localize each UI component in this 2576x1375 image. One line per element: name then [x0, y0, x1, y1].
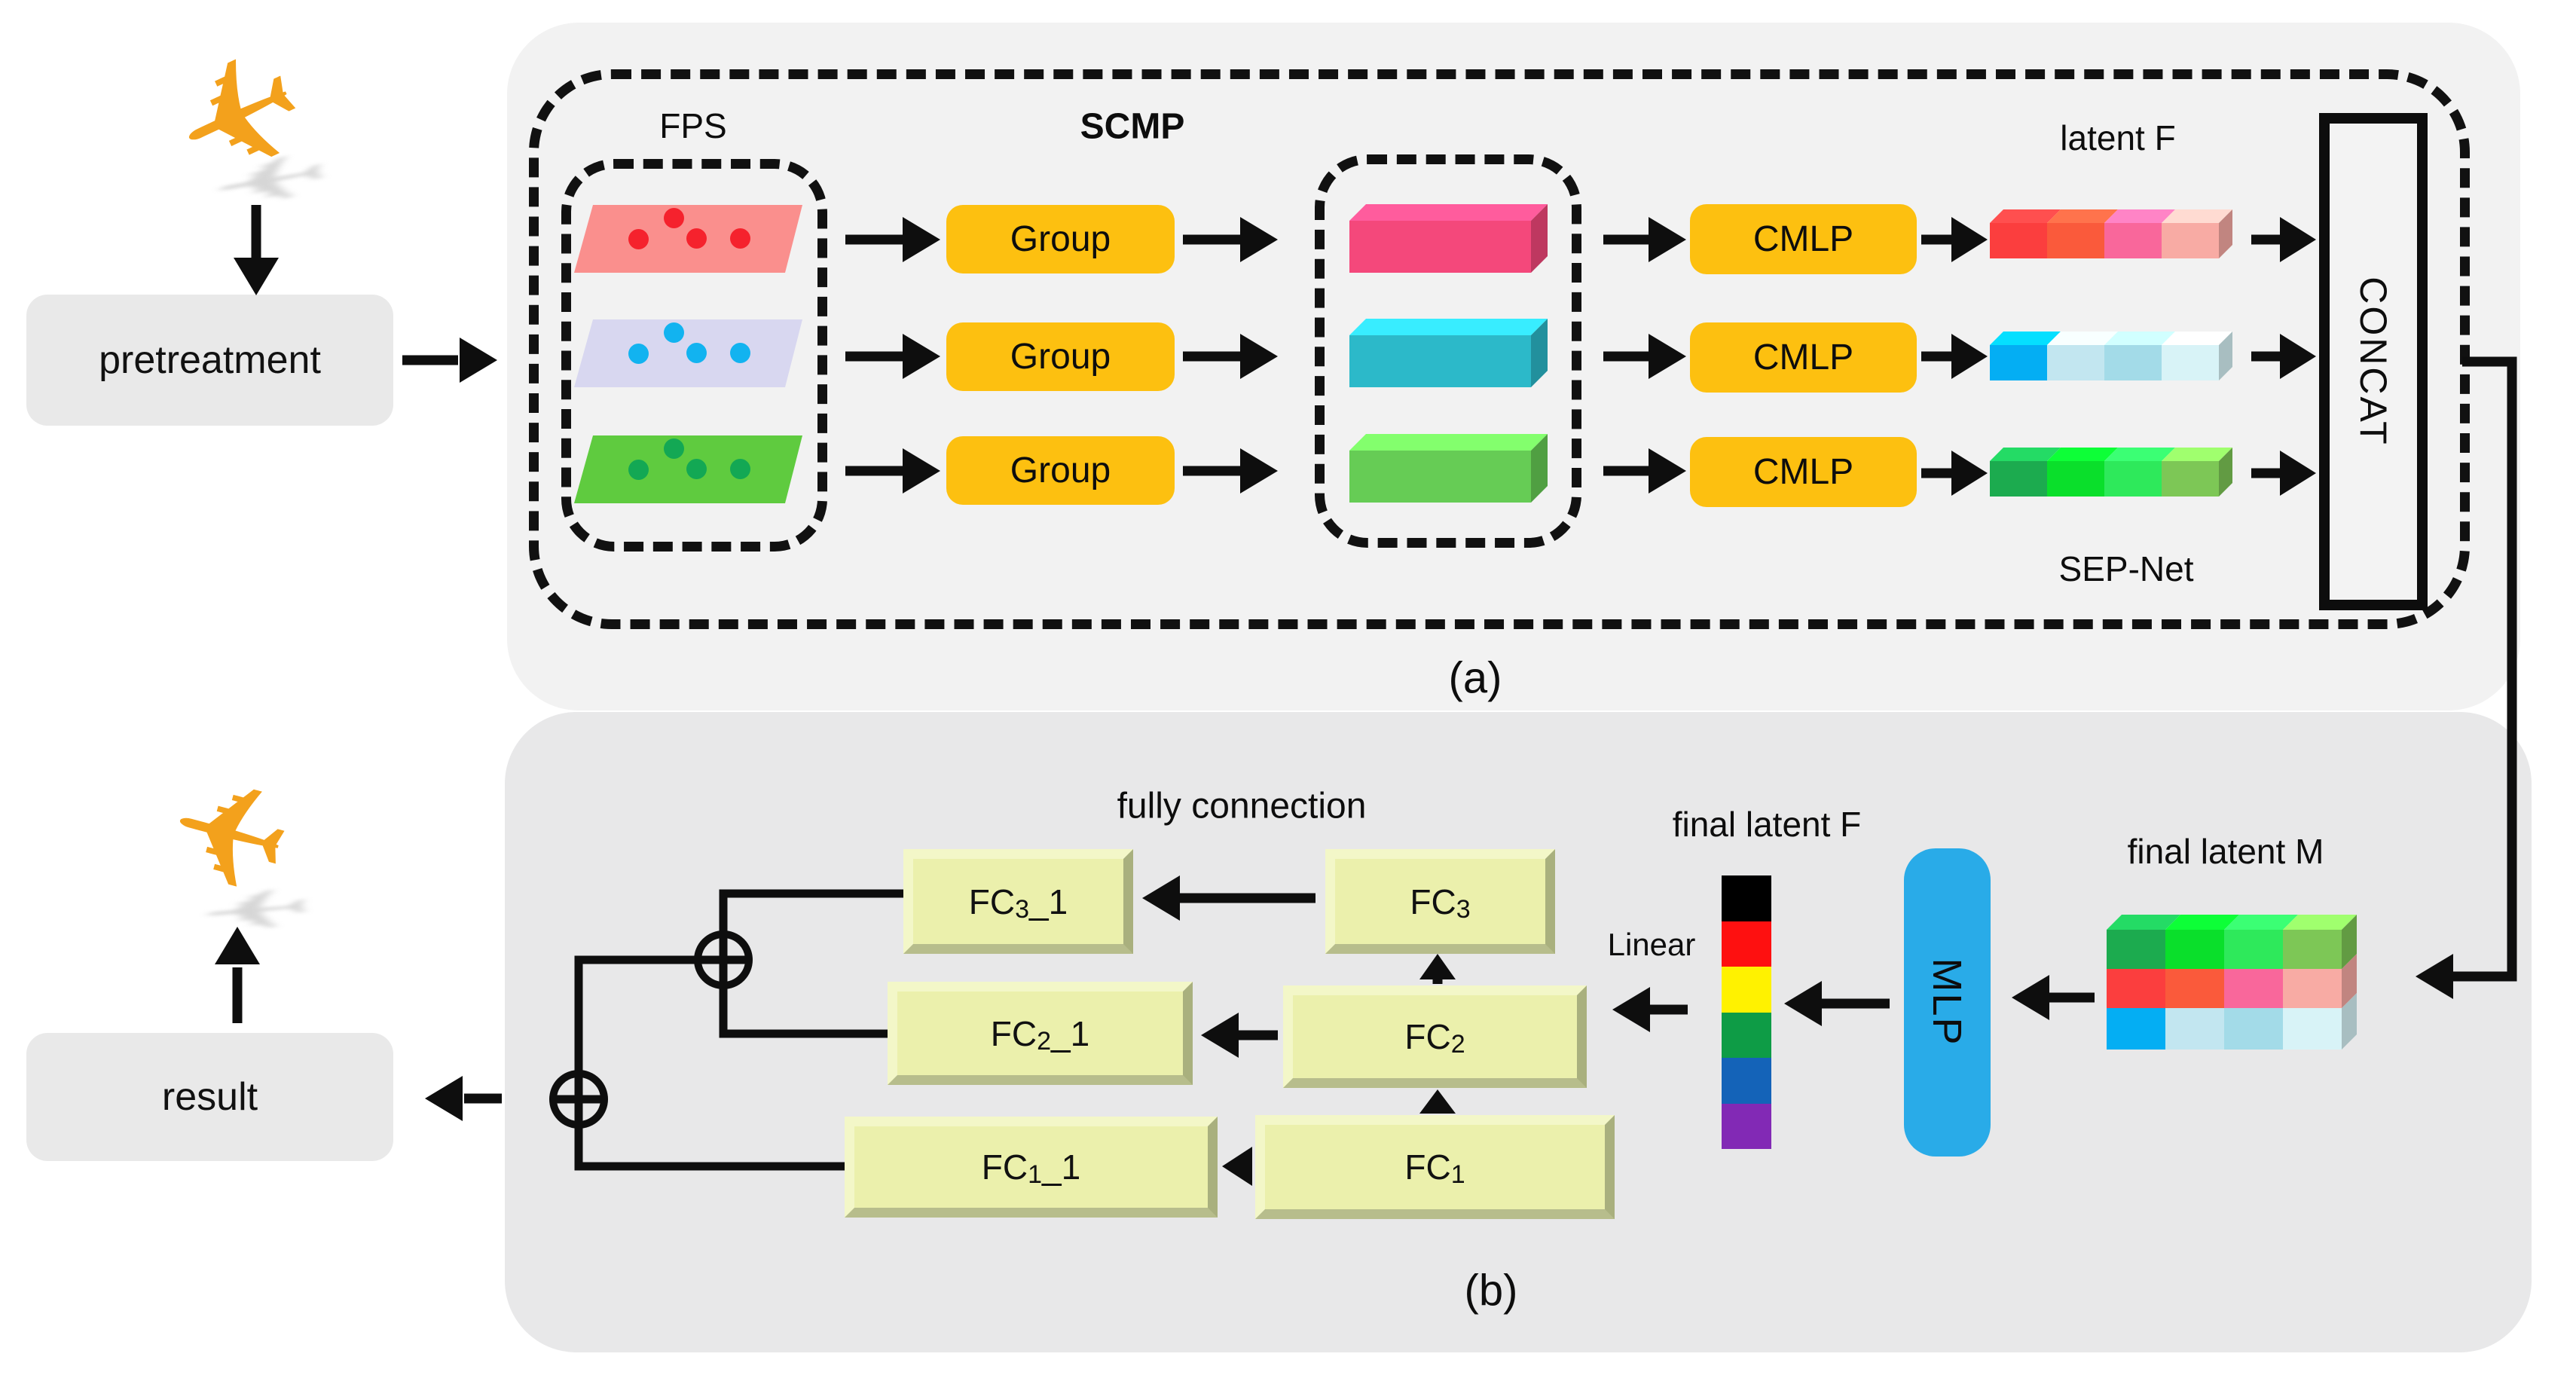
point-dot: [628, 229, 649, 249]
fc-label: FC: [990, 1013, 1037, 1053]
group-label: Group: [1010, 451, 1111, 490]
latent-cube: [1990, 461, 2047, 497]
final-latent-m-title: final latent M: [2127, 832, 2324, 871]
point-dot: [686, 228, 707, 249]
latent-cube: [2047, 461, 2104, 497]
latent-f-cell: [1722, 1103, 1771, 1149]
point-dot: [686, 459, 707, 479]
sep-net-title: SEP-Net: [2058, 549, 2194, 588]
linear-label: Linear: [1607, 927, 1696, 962]
panel-b-caption: (b): [1464, 1266, 1518, 1315]
mlp-label: MLP: [1924, 958, 1969, 1047]
latent-cube: [2107, 969, 2165, 1008]
fc-label: FC: [1404, 1147, 1451, 1187]
fps-title: FPS: [659, 106, 727, 145]
fully-connection-title: fully connection: [1117, 786, 1367, 827]
group-node-3: Group: [946, 436, 1175, 505]
latent-cube: [2104, 223, 2162, 258]
feature-bar-green: [1349, 451, 1531, 503]
cmlp-label: CMLP: [1752, 452, 1854, 492]
point-dot: [664, 208, 684, 228]
latent-cube: [2047, 223, 2104, 258]
sepnet-dashed-border: [529, 69, 2470, 629]
fc-label: FC: [1410, 882, 1456, 921]
fps-layer-blue: [574, 319, 802, 387]
grouped-features-dashed-box: [1315, 154, 1581, 548]
latent-f-title: latent F: [2060, 118, 2176, 157]
fc-label: FC: [968, 882, 1016, 921]
pretreatment-box: pretreatment: [26, 295, 393, 426]
point-dot: [730, 343, 750, 363]
output-pointcloud-airplane: ✈ ✈: [150, 741, 350, 948]
latent-cube: [2162, 461, 2219, 497]
latent-cube: [2283, 930, 2342, 969]
latent-cube: [2283, 1008, 2342, 1050]
point-dot: [686, 343, 707, 363]
latent-f-cell: [1722, 967, 1771, 1013]
group-node-2: Group: [946, 322, 1175, 391]
latent-f-cell: [1722, 875, 1771, 921]
fc-label: FC: [1404, 1017, 1451, 1056]
result-box: result: [26, 1033, 393, 1161]
point-dot: [628, 344, 649, 364]
latent-cube: [2224, 969, 2283, 1008]
latent-cube: [2107, 930, 2165, 969]
scmp-title: SCMP: [1080, 106, 1185, 147]
concat-label: CONCAT: [2352, 277, 2394, 447]
concat-box: [2319, 113, 2428, 610]
cmlp-node-3: CMLP: [1690, 437, 1917, 507]
latent-cube: [2165, 969, 2224, 1008]
fps-layer-green: [574, 435, 802, 503]
latent-cube: [2162, 345, 2219, 380]
latent-f-cell: [1722, 921, 1771, 967]
fc-label: FC: [981, 1147, 1028, 1187]
latent-cube: [2104, 345, 2162, 380]
latent-cube: [2104, 461, 2162, 497]
fps-dashed-box: [561, 159, 827, 552]
cmlp-label: CMLP: [1752, 219, 1854, 259]
final-latent-f-title: final latent F: [1672, 805, 1862, 844]
panel-a-caption: (a): [1448, 653, 1502, 703]
latent-cube: [2165, 1008, 2224, 1050]
latent-cube: [2283, 969, 2342, 1008]
latent-cube: [2047, 345, 2104, 380]
point-dot: [664, 438, 684, 459]
fps-layer-red: [574, 205, 802, 273]
point-dot: [664, 322, 684, 343]
fc-suffix: _1: [1042, 1147, 1081, 1187]
pretreatment-label: pretreatment: [99, 338, 321, 382]
latent-cube: [2224, 930, 2283, 969]
input-pointcloud-airplane: ✈ ✈: [146, 12, 358, 227]
feature-bar-blue: [1349, 335, 1531, 387]
group-node-1: Group: [946, 205, 1175, 273]
cmlp-label: CMLP: [1752, 338, 1854, 377]
fc-suffix: _1: [1029, 882, 1068, 921]
latent-f-cell: [1722, 1012, 1771, 1058]
fc-suffix: _1: [1051, 1013, 1090, 1053]
point-dot: [730, 459, 750, 479]
result-label: result: [161, 1075, 258, 1119]
latent-cube: [2224, 1008, 2283, 1050]
point-dot: [628, 460, 649, 480]
mlp-box: [1904, 848, 1991, 1157]
latent-f-cell: [1722, 1058, 1771, 1104]
group-label: Group: [1010, 219, 1111, 259]
latent-cube: [2165, 930, 2224, 969]
final-latent-f-column: [1722, 875, 1771, 1149]
point-dot: [730, 228, 750, 249]
latent-cube: [1990, 223, 2047, 258]
cmlp-node-2: CMLP: [1690, 322, 1917, 393]
feature-bar-red: [1349, 221, 1531, 273]
latent-cube: [2162, 223, 2219, 258]
group-label: Group: [1010, 337, 1111, 377]
cmlp-node-1: CMLP: [1690, 204, 1917, 274]
latent-cube: [2107, 1008, 2165, 1050]
latent-cube: [1990, 345, 2047, 380]
